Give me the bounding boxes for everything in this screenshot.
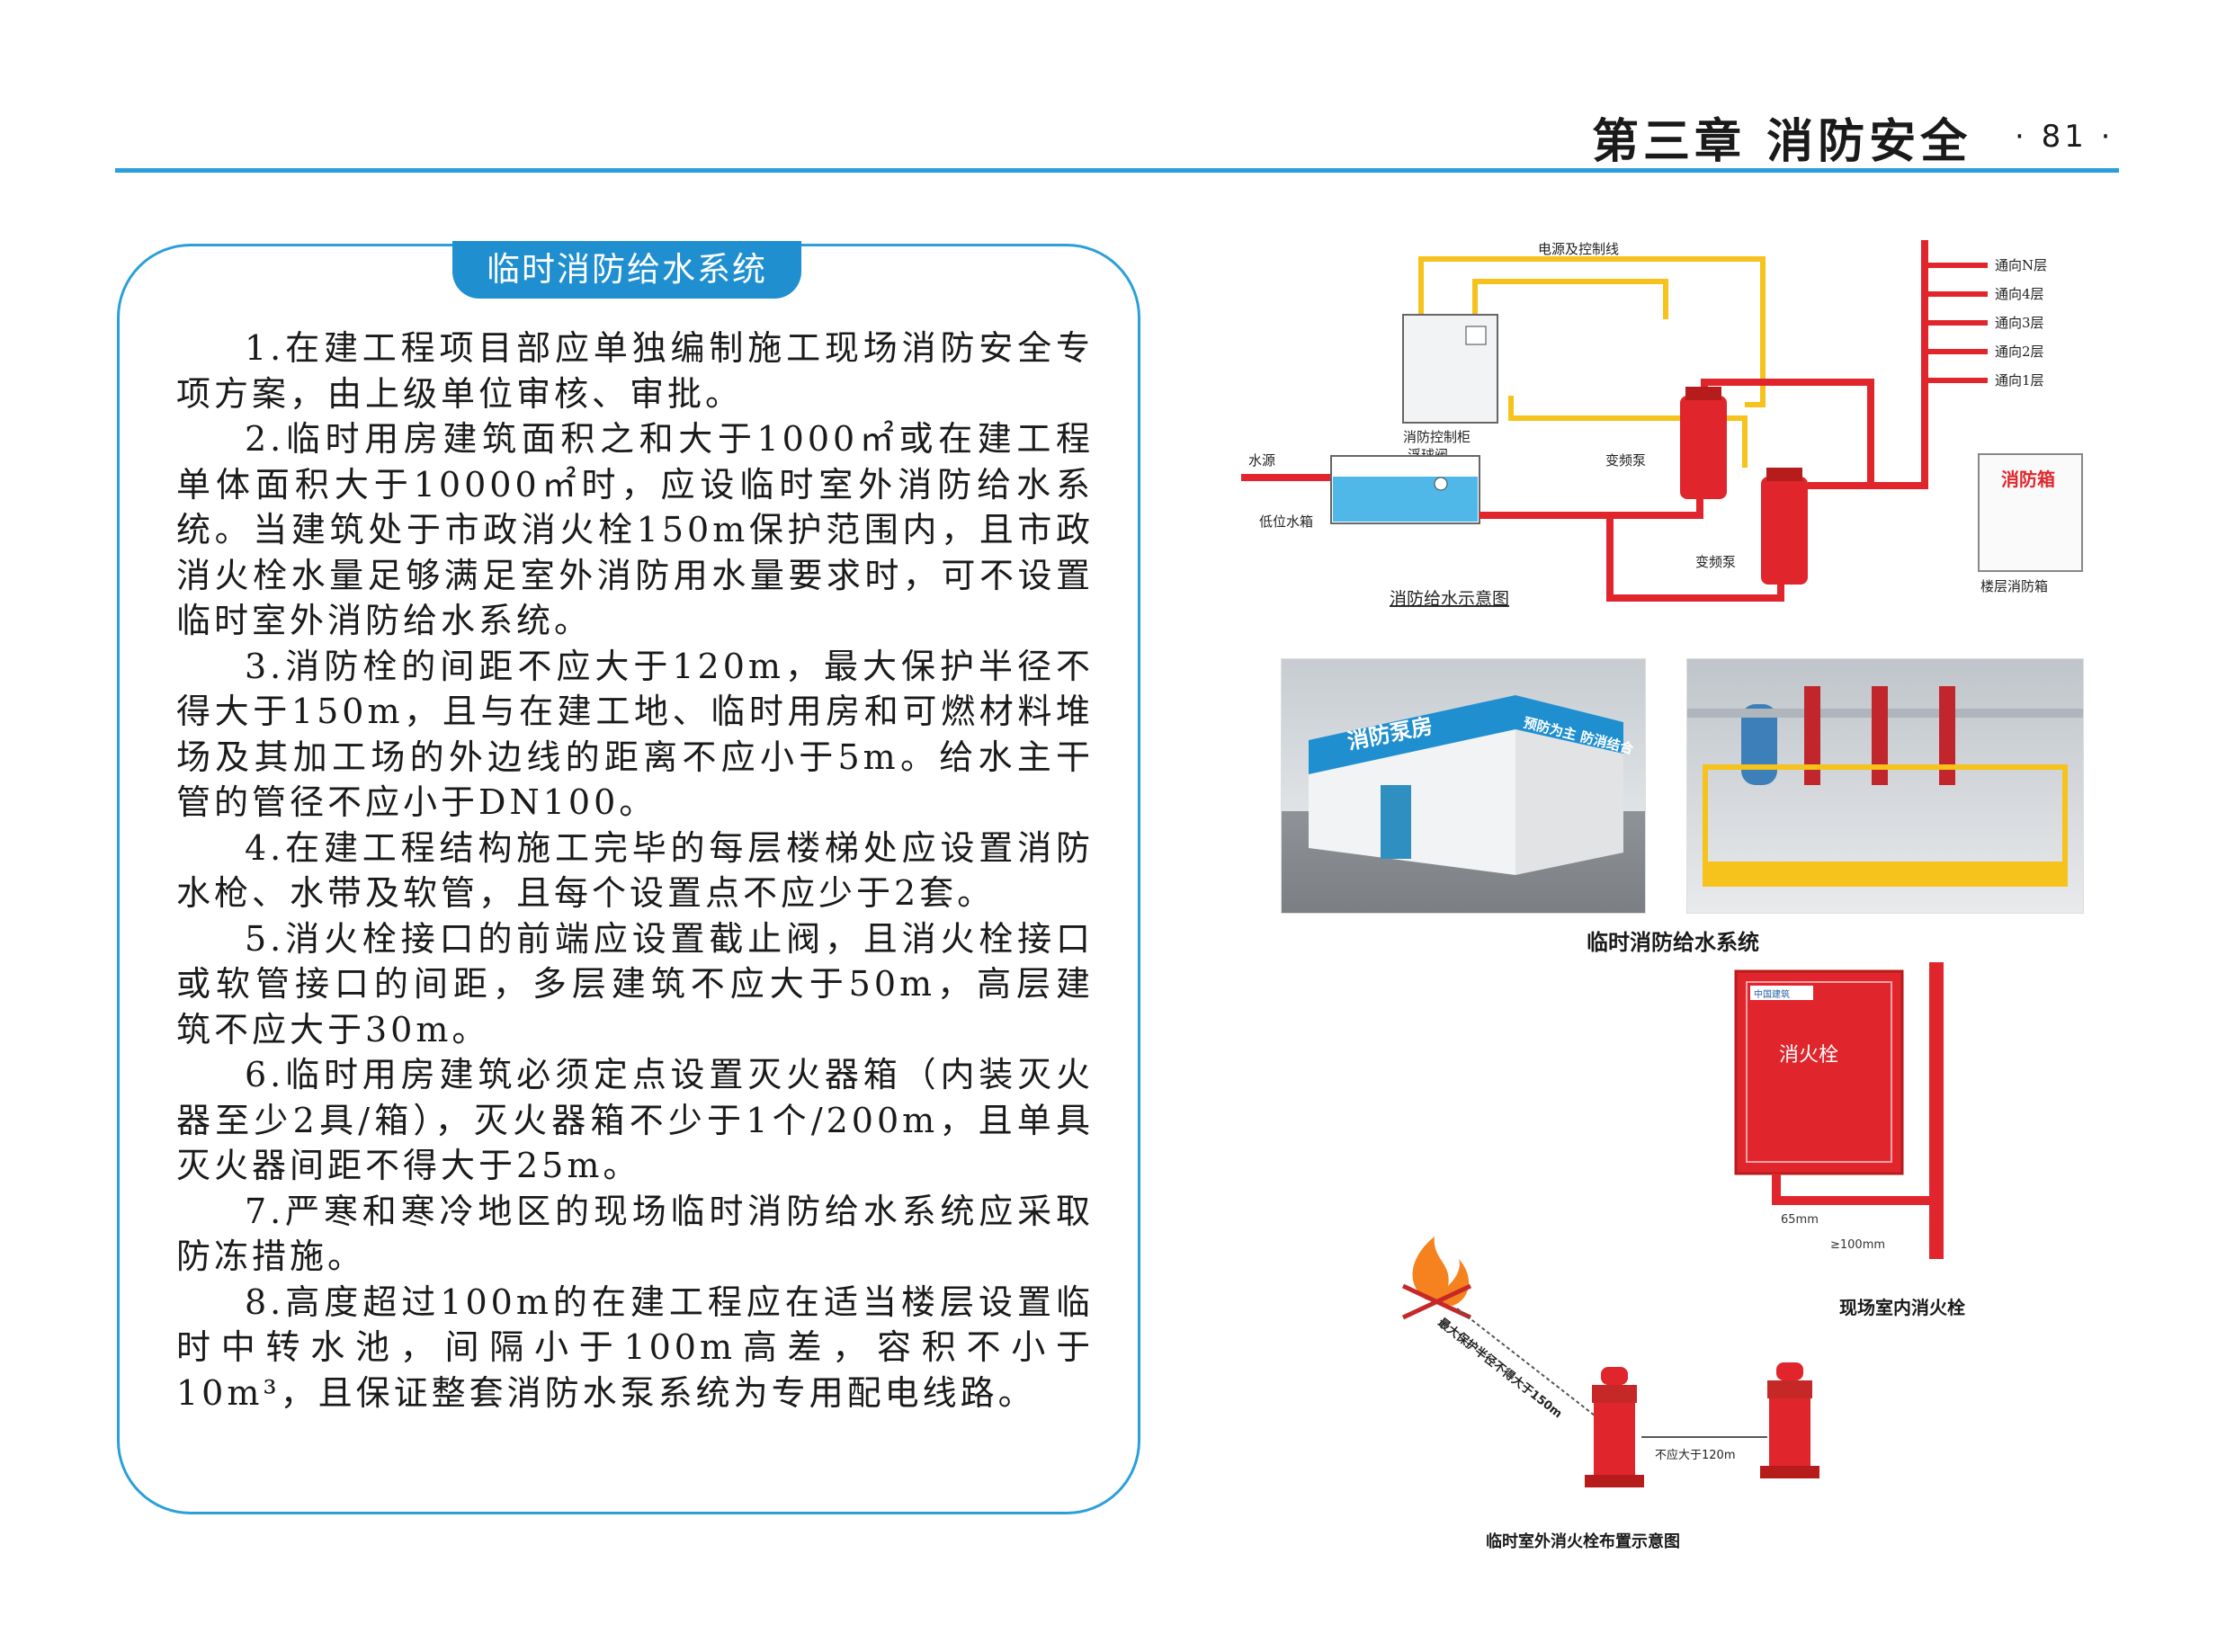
outdoor-caption: 临时室外消火栓布置示意图 xyxy=(1486,1532,1680,1551)
control-line-1 xyxy=(1472,279,1668,319)
paragraph-4: 4.在建工程结构施工完毕的每层楼梯处应设置消防水枪、水带及软管，且每个设置点不应… xyxy=(176,827,1094,914)
body-text: 1.在建工程项目部应单独编制施工现场消防安全专项方案，由上级单位审核、审批。 2… xyxy=(176,326,1094,1415)
indoor-caption: 现场室内消火栓 xyxy=(1839,1297,1965,1318)
power-line-label: 电源及控制线 xyxy=(1538,241,1619,257)
floor-1-label: 通向1层 xyxy=(1995,372,2044,388)
control-cabinet-label: 消防控制柜 xyxy=(1403,429,1471,445)
outdoor-hydrant-figure: 最大保护半径不得大于150m 不应大于120m xyxy=(1401,1237,1819,1487)
pump-c xyxy=(1939,686,1955,785)
pump-b xyxy=(1872,686,1888,785)
pump-room-illustration xyxy=(1687,686,2083,887)
pump-1 xyxy=(1680,396,1727,499)
fence-base xyxy=(1705,862,2065,881)
paragraph-5: 5.消火栓接口的前端应设置截止阀，且消火栓接口或软管接口的间距，多层建筑不应大于… xyxy=(176,918,1094,1049)
suction-pipe-1 xyxy=(1480,490,1703,519)
floor-3-label: 通向3层 xyxy=(1995,315,2044,331)
suction-pipe-2 xyxy=(1606,515,1784,602)
pump-2 xyxy=(1761,477,1808,585)
pump-1-motor xyxy=(1685,387,1721,400)
water-source-label: 水源 xyxy=(1248,452,1275,469)
safety-fence xyxy=(1703,764,2068,887)
cabinet-door xyxy=(1746,981,1892,1163)
pump-house-illustration: 消防泵房 预防为主 防消结合 xyxy=(1309,695,1636,875)
diagram-caption: 消防给水示意图 xyxy=(1390,589,1509,609)
house-door xyxy=(1381,785,1411,859)
floor-box-label: 楼层消防箱 xyxy=(1980,578,2048,594)
floor-n-label: 通向N层 xyxy=(1995,257,2047,273)
radius-line xyxy=(1456,1308,1620,1435)
power-line xyxy=(1418,256,1766,407)
pump-1-label: 变频泵 xyxy=(1605,452,1646,469)
paragraph-2: 2.临时用房建筑面积之和大于1000㎡或在建工程单体面积大于10000㎡时，应设… xyxy=(176,419,1094,640)
hydrant-label: 消火栓 xyxy=(1779,1044,1838,1067)
dim-100mm: ≥100mm xyxy=(1830,1238,1885,1252)
paragraph-8: 8.高度超过100m的在建工程应在适当楼层设置临时中转水池，间隔小于100m高差… xyxy=(176,1281,1094,1413)
pump-house-photo: 消防泵房 预防为主 防消结合 xyxy=(1281,658,1646,914)
photos-caption: 临时消防给水系统 xyxy=(1587,930,1759,955)
brand-plate xyxy=(1750,986,1813,1000)
floor-fire-box xyxy=(1978,453,2083,572)
chapter-title: 第三章 消防安全 xyxy=(1592,115,1972,169)
indoor-hydrant-figure: 中国建筑 消火栓 65mm ≥100mm xyxy=(1734,962,1944,1259)
spacing-label: 不应大于120m xyxy=(1655,1448,1735,1462)
pump-room-photo xyxy=(1686,658,2084,914)
riser-pipe xyxy=(1871,240,1928,489)
floor-2-label: 通向2层 xyxy=(1995,344,2044,360)
paragraph-6: 6.临时用房建筑必须定点设置灭火器箱（内装灭火器至少2具/箱），灭火器箱不少于1… xyxy=(176,1055,1094,1185)
fire-water-diagram: 电源及控制线 消防控制柜 浮球阀 水源 低位水箱 变频泵 变频泵 通向N层 通向… xyxy=(1241,240,2083,609)
radius-label: 最大保护半径不得大于150m xyxy=(1435,1316,1565,1422)
pump-2-label: 变频泵 xyxy=(1695,554,1736,570)
house-band xyxy=(1309,695,1515,774)
header-rule xyxy=(115,168,2119,173)
dim-65mm: 65mm xyxy=(1781,1213,1819,1227)
pump-2-motor xyxy=(1766,468,1802,481)
floor-4-label: 通向4层 xyxy=(1995,286,2044,302)
hydrant-2 xyxy=(1760,1362,1819,1478)
paragraph-7: 7.严寒和寒冷地区的现场临时消防给水系统应采取防冻措施。 xyxy=(176,1191,1094,1277)
hydrant-riser xyxy=(1929,962,1944,1259)
low-tank-label: 低位水箱 xyxy=(1259,513,1313,530)
hydrant-branch xyxy=(1772,1174,1929,1205)
fire-box-label: 消防箱 xyxy=(2001,469,2055,490)
brand-label: 中国建筑 xyxy=(1754,988,1790,1000)
gauge-icon xyxy=(1465,326,1487,345)
float-ball-icon xyxy=(1434,477,1448,491)
pump-a xyxy=(1804,686,1820,785)
panel-title: 临时消防给水系统 xyxy=(452,241,801,299)
house-side-band xyxy=(1515,695,1623,754)
hydrant-1 xyxy=(1585,1367,1644,1487)
hydrant-cabinet xyxy=(1734,969,1904,1175)
paragraph-1: 1.在建工程项目部应单独编制施工现场消防安全专项方案，由上级单位审核、审批。 xyxy=(176,328,1094,414)
paragraph-3: 3.消防栓的间距不应大于120m，最大保护半径不得大于150m，且与在建工地、临… xyxy=(176,646,1094,823)
page-number: · 81 · xyxy=(2015,119,2114,155)
control-line-2 xyxy=(1508,396,1748,468)
fire-icon xyxy=(1401,1237,1472,1320)
tank-water xyxy=(1333,477,1478,522)
